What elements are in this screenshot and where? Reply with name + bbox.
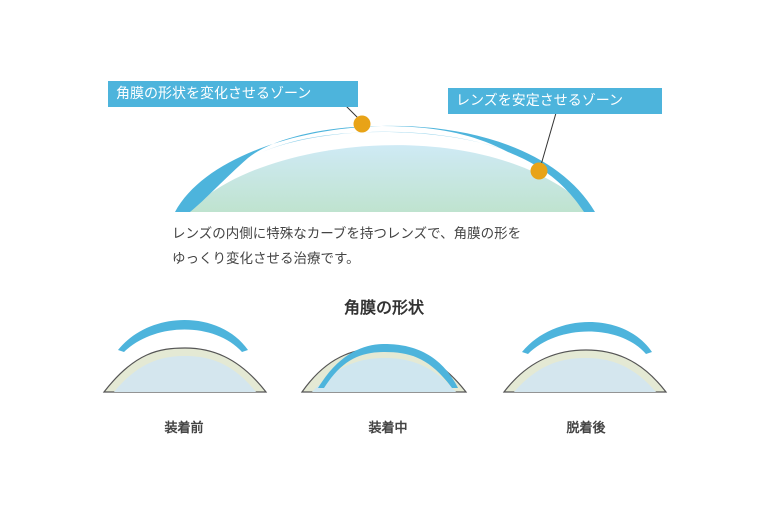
stage-label-during: 装着中 [368, 421, 408, 436]
stage-before-lens [118, 320, 248, 352]
stabilize-zone-marker [530, 162, 548, 180]
description-line-1: レンズの内側に特殊なカーブを持つレンズで、角膜の形を [172, 226, 522, 242]
stage-before-cornea-inner [114, 356, 256, 392]
reshape-zone-marker [353, 115, 371, 133]
stage-after-lens [522, 322, 652, 354]
stage-during-lens [318, 344, 458, 388]
stage-after-illustration [502, 322, 668, 393]
stabilize-zone-callout: レンズを安定させるゾーン [448, 88, 662, 114]
reshape-zone-callout: 角膜の形状を変化させるゾーン [108, 81, 358, 107]
stage-during-cornea-inner [312, 358, 456, 392]
stage-label-before: 装着前 [164, 421, 204, 436]
description-line-2: ゆっくり変化させる治療です。 [172, 251, 360, 267]
stabilize-leader-line [540, 112, 557, 166]
main-inner-area [190, 145, 585, 212]
stage-before-illustration [102, 320, 268, 393]
description-text: レンズの内側に特殊なカーブを持つレンズで、角膜の形を ゆっくり変化させる治療です… [172, 222, 521, 272]
stage-after-cornea-inner [514, 358, 656, 392]
stage-during-illustration [300, 344, 468, 393]
stage-label-after: 脱着後 [566, 421, 606, 436]
section-title: 角膜の形状 [343, 298, 424, 317]
